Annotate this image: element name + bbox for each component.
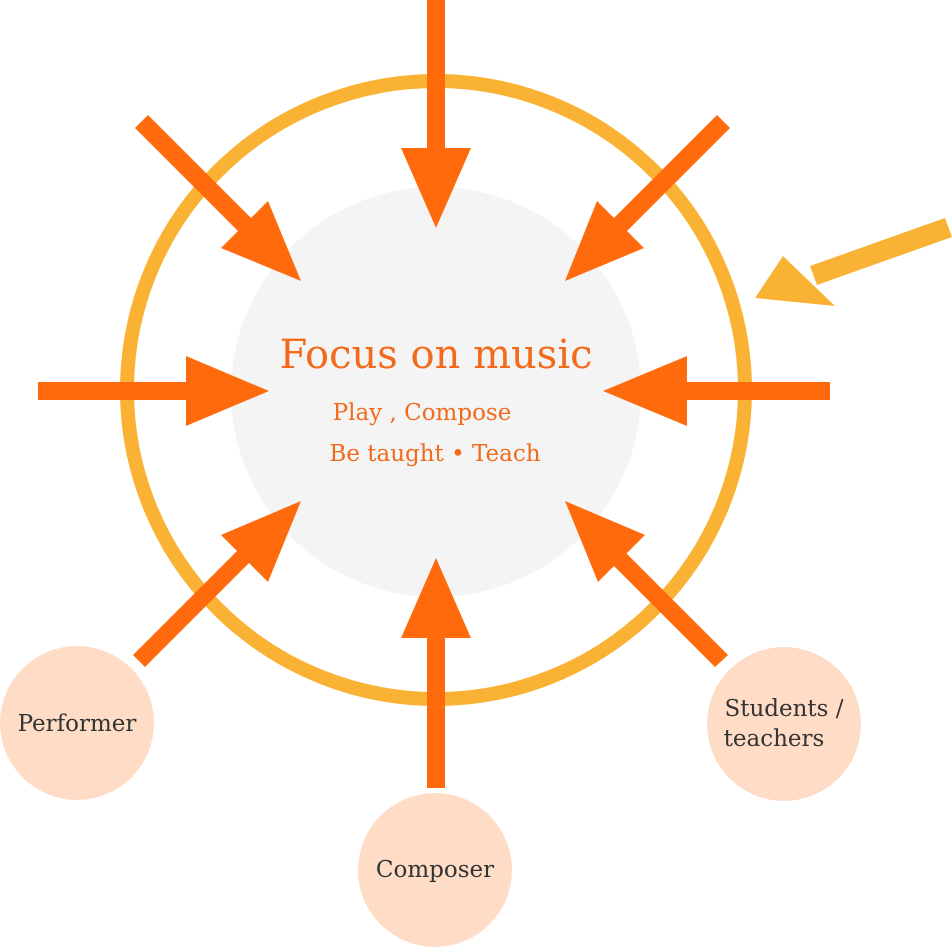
center-line-2: Be taught • Teach bbox=[329, 441, 540, 467]
arrow-external bbox=[755, 218, 952, 306]
center-line-1: Play , Compose bbox=[333, 400, 512, 426]
performer-circle bbox=[0, 646, 154, 800]
composer-label: Composer bbox=[376, 857, 494, 883]
arrow-bottom-right bbox=[565, 501, 728, 667]
performer-label: Performer bbox=[18, 711, 137, 737]
center-disc bbox=[231, 187, 641, 597]
arrow-top-right bbox=[565, 115, 730, 281]
arrow-bottom-left bbox=[133, 501, 301, 667]
students-label-line-2: teachers bbox=[724, 726, 825, 752]
arrow-right bbox=[603, 356, 830, 426]
students-teachers-circle bbox=[707, 647, 861, 801]
arrow-bottom bbox=[401, 558, 471, 788]
composer-circle bbox=[358, 793, 512, 947]
students-label-line-1: Students / bbox=[724, 696, 843, 722]
arrow-top bbox=[401, 0, 471, 228]
arrow-left bbox=[38, 356, 269, 426]
arrow-top-left bbox=[135, 115, 301, 281]
center-title: Focus on music bbox=[279, 332, 592, 378]
